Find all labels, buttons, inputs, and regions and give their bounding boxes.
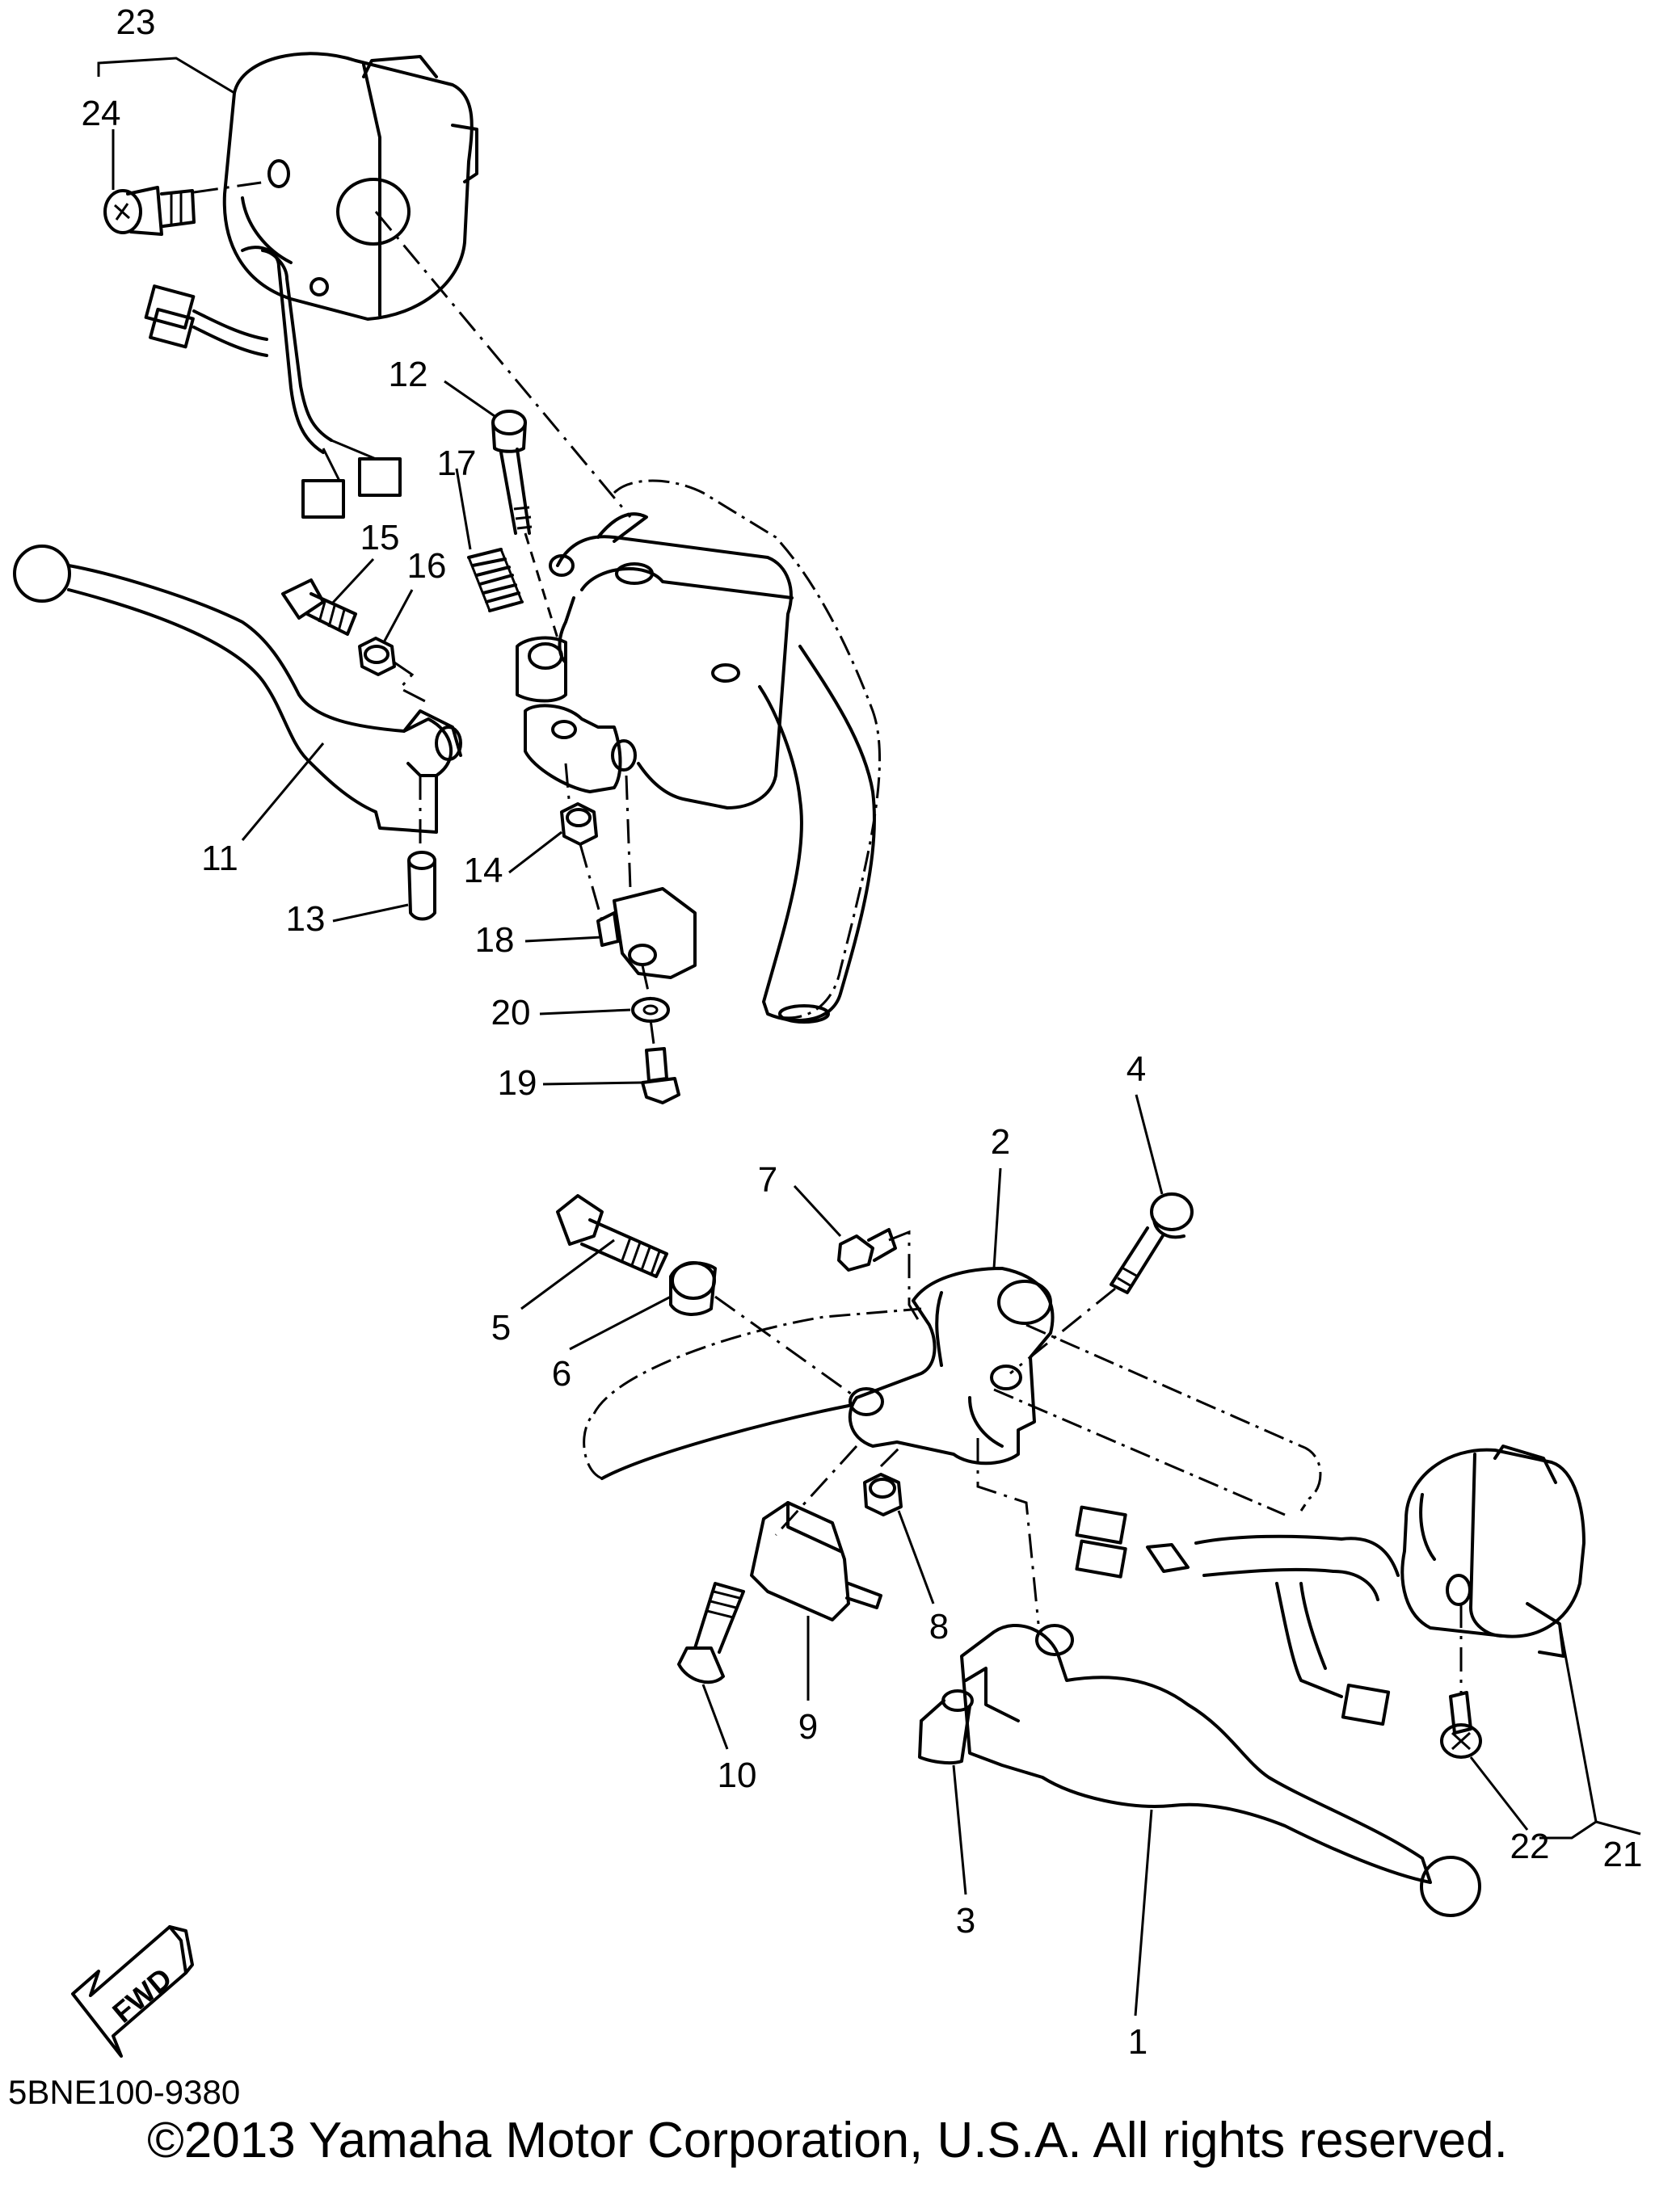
callout-13: 13: [286, 899, 326, 939]
bolt-4: [1110, 1192, 1194, 1294]
callout-4: 4: [1126, 1049, 1146, 1089]
left-handlebar-switch: [222, 52, 478, 321]
callout-2: 2: [991, 1122, 1010, 1162]
screw-10: [677, 1582, 745, 1684]
callout-17: 17: [437, 444, 477, 483]
lever-axis-line-lower: [976, 1438, 1040, 1625]
callout-21: 21: [1603, 1835, 1643, 1874]
front-brake-lever: [960, 1623, 1481, 1917]
clutch-lever: [13, 545, 462, 834]
callout-1: 1: [1128, 2022, 1148, 2062]
pivot-axis-line: [564, 763, 604, 922]
bolt-5: [556, 1194, 668, 1278]
callout-10: 10: [718, 1756, 757, 1795]
switch-axis-line: [374, 211, 632, 518]
callout-9: 9: [798, 1707, 818, 1747]
collar-13: [407, 851, 436, 921]
callout-15: 15: [360, 518, 400, 557]
callout-20: 20: [491, 993, 531, 1032]
leader-lines: [97, 57, 1641, 2016]
callout-6: 6: [552, 1354, 571, 1394]
handlebar-outline: [583, 1307, 922, 1480]
screw-22: [1440, 1691, 1482, 1759]
collar-3: [918, 1689, 974, 1765]
copyright-notice: ©2013 Yamaha Motor Corporation, U.S.A. A…: [147, 2113, 1508, 2168]
right-handlebar-switch: [1400, 1445, 1586, 1658]
washer-20: [631, 997, 670, 1023]
throttle-grip-outline: [993, 1323, 1322, 1516]
master-cylinder: [516, 512, 794, 810]
callout-12: 12: [389, 355, 428, 394]
callout-18: 18: [475, 920, 515, 960]
pivot-axis-line-2: [625, 775, 656, 1051]
callout-24: 24: [82, 94, 121, 133]
lever-holder: [848, 1267, 1055, 1466]
callout-11: 11: [201, 839, 238, 878]
switch-9-axis-line: [774, 1445, 903, 1537]
callout-3: 3: [956, 1901, 975, 1941]
handlebar-tube: [600, 1404, 850, 1480]
collar-6: [669, 1261, 717, 1316]
callout-5: 5: [491, 1308, 511, 1348]
bolt-12: [491, 410, 559, 639]
diagram-code: 5BNE100-9380: [8, 2073, 241, 2111]
callout-7: 7: [758, 1160, 777, 1200]
callout-19: 19: [498, 1063, 537, 1103]
screw-axis-line: [193, 180, 267, 194]
nut-16: [358, 637, 396, 676]
callout-22: 22: [1510, 1827, 1550, 1866]
nut-axis-line: [394, 661, 429, 704]
bolt-4-axis-line: [1009, 1287, 1116, 1375]
callout-8: 8: [929, 1607, 949, 1646]
brake-switch-18: [596, 887, 697, 979]
spring-17: [467, 548, 524, 612]
screw-7-axis-line: [888, 1230, 923, 1326]
fwd-arrow-icon: FWD: [71, 1925, 194, 2058]
left-grip-outline: [613, 479, 881, 1020]
pivot-bolt-axis-line: [714, 1295, 857, 1399]
screw-19: [641, 1047, 680, 1104]
brake-switch-9: [750, 1501, 882, 1621]
screw-7: [837, 1228, 897, 1272]
nut-14: [560, 802, 598, 846]
callout-16: 16: [407, 546, 447, 586]
left-grip: [758, 645, 876, 1022]
callout-14: 14: [464, 851, 503, 890]
switch-wire-harness: [144, 246, 402, 519]
screw-24: [103, 186, 196, 236]
callout-23: 23: [116, 2, 156, 42]
right-switch-wire-harness: [1075, 1505, 1400, 1726]
nut-8: [863, 1473, 903, 1516]
